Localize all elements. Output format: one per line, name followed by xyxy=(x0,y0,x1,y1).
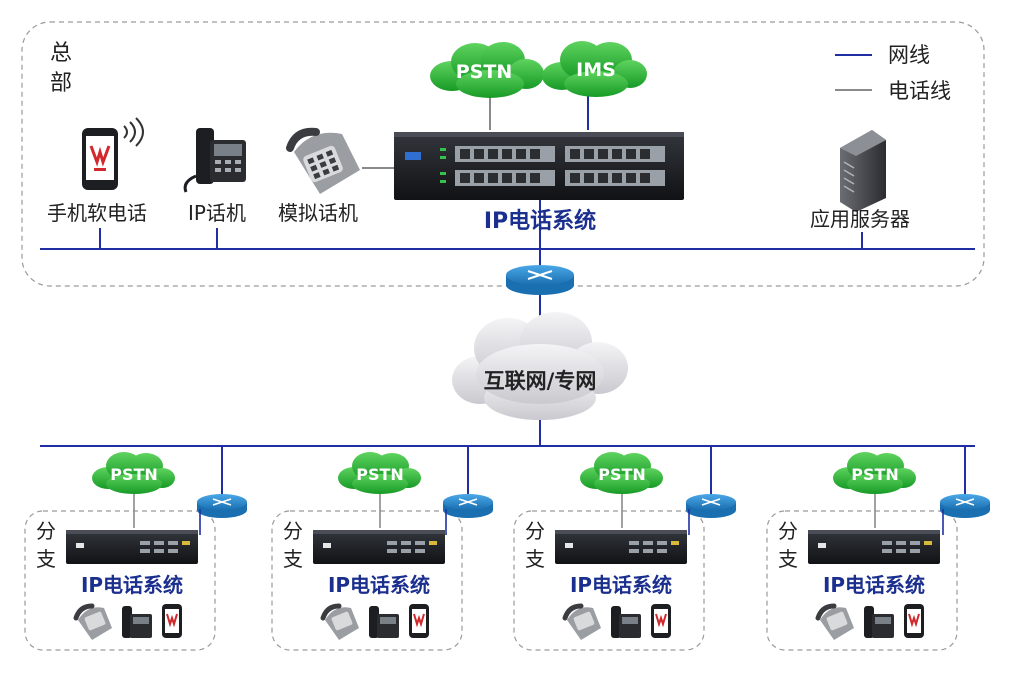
ip-phone-icon xyxy=(369,606,399,638)
server-icon xyxy=(840,130,886,212)
hq-pstn-cloud: PSTN xyxy=(430,42,544,98)
branch-label-1: 分 xyxy=(778,519,798,543)
branch: PSTN 分 支 IP电话系统 xyxy=(271,446,493,651)
legend-phone-label: 电话线 xyxy=(888,79,951,103)
branch-label-1: 分 xyxy=(525,519,545,543)
branch-router-icon xyxy=(443,494,493,518)
analog-phone-icon xyxy=(815,603,854,640)
ims-label: IMS xyxy=(576,59,616,81)
branch-ip-pbx xyxy=(808,530,940,564)
branch-ip-pbx xyxy=(555,530,687,564)
branch-label-2: 支 xyxy=(283,547,303,571)
ip-phone-icon xyxy=(183,128,246,193)
ip-phone-icon xyxy=(864,606,894,638)
mobile-label: 手机软电话 xyxy=(47,201,147,225)
branch-pstn-label: PSTN xyxy=(356,465,404,484)
headquarters-label-2: 部 xyxy=(50,71,72,96)
branch-pstn-cloud: PSTN xyxy=(580,452,663,494)
mobile-phone-icon xyxy=(409,604,429,638)
branch-system-label: IP电话系统 xyxy=(328,573,430,597)
branch-system-label: IP电话系统 xyxy=(81,573,183,597)
branch-region xyxy=(271,510,463,651)
hq-system-label: IP电话系统 xyxy=(484,208,596,234)
hq-ip-pbx xyxy=(394,132,684,200)
branch: PSTN 分 支 IP电话系统 xyxy=(513,446,736,651)
branch-label-1: 分 xyxy=(283,519,303,543)
analog-phone-icon xyxy=(320,603,359,640)
internet-cloud: 互联网/专网 xyxy=(452,312,628,420)
ims-cloud: IMS xyxy=(542,41,647,97)
branch-region xyxy=(24,510,216,651)
branch-region xyxy=(513,510,705,651)
hq-router-icon xyxy=(506,265,574,295)
analog-phone-label: 模拟话机 xyxy=(278,201,358,225)
analog-phone-icon xyxy=(286,127,360,194)
internet-label: 互联网/专网 xyxy=(484,369,597,393)
branch-router-icon xyxy=(686,494,736,518)
branch-router-icon xyxy=(197,494,247,518)
branch: PSTN 分 支 IP电话系统 xyxy=(766,446,990,651)
branch-pstn-label: PSTN xyxy=(851,465,899,484)
branch-pstn-label: PSTN xyxy=(110,465,158,484)
branch-label-2: 支 xyxy=(525,547,545,571)
branch-ip-pbx xyxy=(313,530,445,564)
branch: PSTN 分 支 IP电话系统 xyxy=(24,446,247,651)
branch-label-2: 支 xyxy=(778,547,798,571)
branch-pstn-cloud: PSTN xyxy=(92,452,175,494)
analog-phone-icon xyxy=(73,603,112,640)
ip-phone-label: IP话机 xyxy=(188,201,246,225)
branch-pstn-label: PSTN xyxy=(598,465,646,484)
branch-system-label: IP电话系统 xyxy=(823,573,925,597)
analog-phone-icon xyxy=(562,603,601,640)
server-label: 应用服务器 xyxy=(810,207,910,231)
ip-phone-icon xyxy=(611,606,641,638)
branch-region xyxy=(766,510,958,651)
branch-pstn-cloud: PSTN xyxy=(338,452,421,494)
branch-label-2: 支 xyxy=(36,547,56,571)
headquarters-label-1: 总 xyxy=(50,41,72,66)
branch-ip-pbx xyxy=(66,530,198,564)
mobile-phone-icon xyxy=(651,604,671,638)
ip-phone-icon xyxy=(122,606,152,638)
legend: 网线 电话线 xyxy=(835,43,951,103)
hq-pstn-label: PSTN xyxy=(456,61,512,83)
branch-pstn-cloud: PSTN xyxy=(833,452,916,494)
headquarters-region xyxy=(21,21,985,287)
legend-network-label: 网线 xyxy=(888,43,930,67)
branch-label-1: 分 xyxy=(36,519,56,543)
wifi-signal-icon xyxy=(123,117,144,147)
mobile-phone-icon xyxy=(82,128,118,190)
mobile-phone-icon xyxy=(162,604,182,638)
mobile-phone-icon xyxy=(904,604,924,638)
branch-router-icon xyxy=(940,494,990,518)
branch-system-label: IP电话系统 xyxy=(570,573,672,597)
